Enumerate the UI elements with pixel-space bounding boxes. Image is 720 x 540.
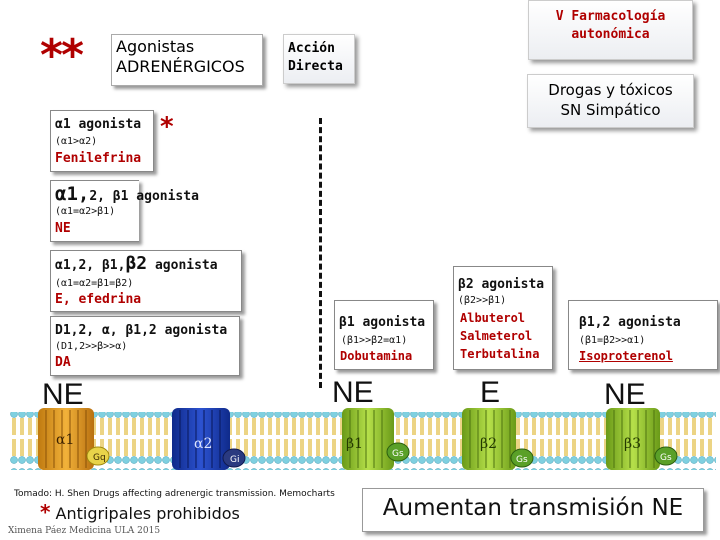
note-star: * (40, 500, 50, 524)
box-title: α1 agonista (55, 117, 141, 132)
box-selectivity: (α1>α2) (55, 136, 97, 147)
gprotein-gi-label: Gi (230, 455, 239, 465)
box-title-big: β2 (125, 253, 147, 274)
accion-line1: Acción (288, 41, 335, 56)
box-drug: E, efedrina (55, 292, 141, 307)
box-selectivity: (α1=α2>β1) (55, 206, 115, 217)
star-mark: * (160, 112, 174, 142)
receptor-beta3-label: β3 (624, 436, 641, 452)
beta2-agonist-box: β2 agonista (β2>>β1) Albuterol Salmetero… (453, 266, 553, 370)
box-selectivity: (β2>>β1) (458, 295, 506, 306)
gprotein-gs3-label: Gs (660, 453, 672, 463)
gprotein-gq-label: Gq (93, 453, 106, 463)
ligand-ne-right: NE (604, 378, 646, 412)
asterisks-mark: ** (40, 30, 82, 81)
box-title: D1,2, α, β1,2 agonista (55, 323, 227, 338)
receptor-alpha1-label: α1 (56, 432, 74, 448)
box-selectivity: (β1=β2>>α1) (579, 335, 645, 346)
ligand-ne-left: NE (42, 378, 84, 412)
title-box: Agonistas ADRENÉRGICOS (111, 34, 263, 86)
source-citation: Tomado: H. Shen Drugs affecting adrenerg… (14, 489, 335, 499)
alpha1-agonist-box: α1 agonista (α1>α2) Fenilefrina (50, 110, 154, 172)
alpha12-beta1-agonist-box: α1,2, β1 agonista (α1=α2>β1) NE (50, 180, 139, 242)
drogas-line2: SN Simpático (528, 101, 693, 119)
box-title-rest: 2, β1 agonista (89, 189, 199, 204)
alpha-beta-agonist-box: α1,2, β1,β2 agonista (α1=α2=β1=β2) E, ef… (50, 250, 242, 312)
divider-line (319, 118, 322, 388)
aumentan-banner: Aumentan transmisión NE (362, 488, 704, 532)
farma-line2: autonómica (529, 27, 692, 42)
author-credit: Ximena Páez Medicina ULA 2015 (8, 526, 160, 536)
box-drug: Fenilefrina (55, 151, 141, 166)
box-drug: Isoproterenol (579, 349, 673, 363)
box-title-rest: agonista (147, 258, 217, 273)
receptor-beta2-label: β2 (480, 436, 497, 452)
membrane-receptor-diagram: α1 Gq α2 Gi β1 Gs β2 Gs β3 Gs (10, 408, 716, 484)
beta1-agonist-box: β1 agonista (β1>>β2=α1) Dobutamina (334, 300, 434, 370)
title-line2: ADRENÉRGICOS (116, 57, 245, 76)
beta12-agonist-box: β1,2 agonista (β1=β2>>α1) Isoproterenol (568, 300, 718, 370)
box-title: β1,2 agonista (579, 315, 681, 330)
box-title-a: α1,2, β1, (55, 258, 125, 273)
farmacologia-box: V Farmacología autonómica (528, 0, 693, 60)
box-drug: Dobutamina (340, 349, 412, 363)
title-line1: Agonistas (116, 37, 194, 56)
dopamine-agonist-box: D1,2, α, β1,2 agonista (D1,2>>β>>α) DA (50, 316, 240, 376)
antigripales-note: * Antigripales prohibidos (40, 500, 240, 524)
box-selectivity: (α1=α2=β1=β2) (55, 278, 133, 289)
receptor-beta1-label: β1 (346, 436, 363, 452)
box-selectivity: (D1,2>>β>>α) (55, 341, 127, 352)
ligand-e: E (480, 376, 500, 410)
receptor-alpha2-label: α2 (194, 436, 212, 452)
accion-line2: Directa (288, 59, 343, 74)
note-text: Antigripales prohibidos (50, 504, 239, 523)
box-title-big: α1, (55, 183, 89, 205)
banner-text: Aumentan transmisión NE (363, 495, 703, 521)
box-title: β1 agonista (339, 315, 425, 330)
box-title: α1,2, β1,β2 agonista (55, 253, 218, 274)
box-drug: DA (55, 355, 71, 370)
gprotein-gs2-label: Gs (516, 455, 528, 465)
box-selectivity: (β1>>β2=α1) (341, 335, 407, 346)
box-drug: NE (55, 221, 71, 236)
gprotein-gs1-label: Gs (392, 449, 404, 459)
drogas-box: Drogas y tóxicos SN Simpático (527, 74, 694, 128)
drug-albuterol: Albuterol (460, 311, 525, 325)
farma-line1: V Farmacología (529, 9, 692, 24)
box-title: β2 agonista (458, 277, 544, 292)
accion-directa-box: Acción Directa (283, 34, 355, 84)
ligand-ne-center: NE (332, 376, 374, 410)
drug-salmeterol: Salmeterol (460, 329, 532, 343)
drug-terbutalina: Terbutalina (460, 347, 539, 361)
box-title: α1,2, β1 agonista (55, 183, 199, 205)
drogas-line1: Drogas y tóxicos (528, 81, 693, 99)
